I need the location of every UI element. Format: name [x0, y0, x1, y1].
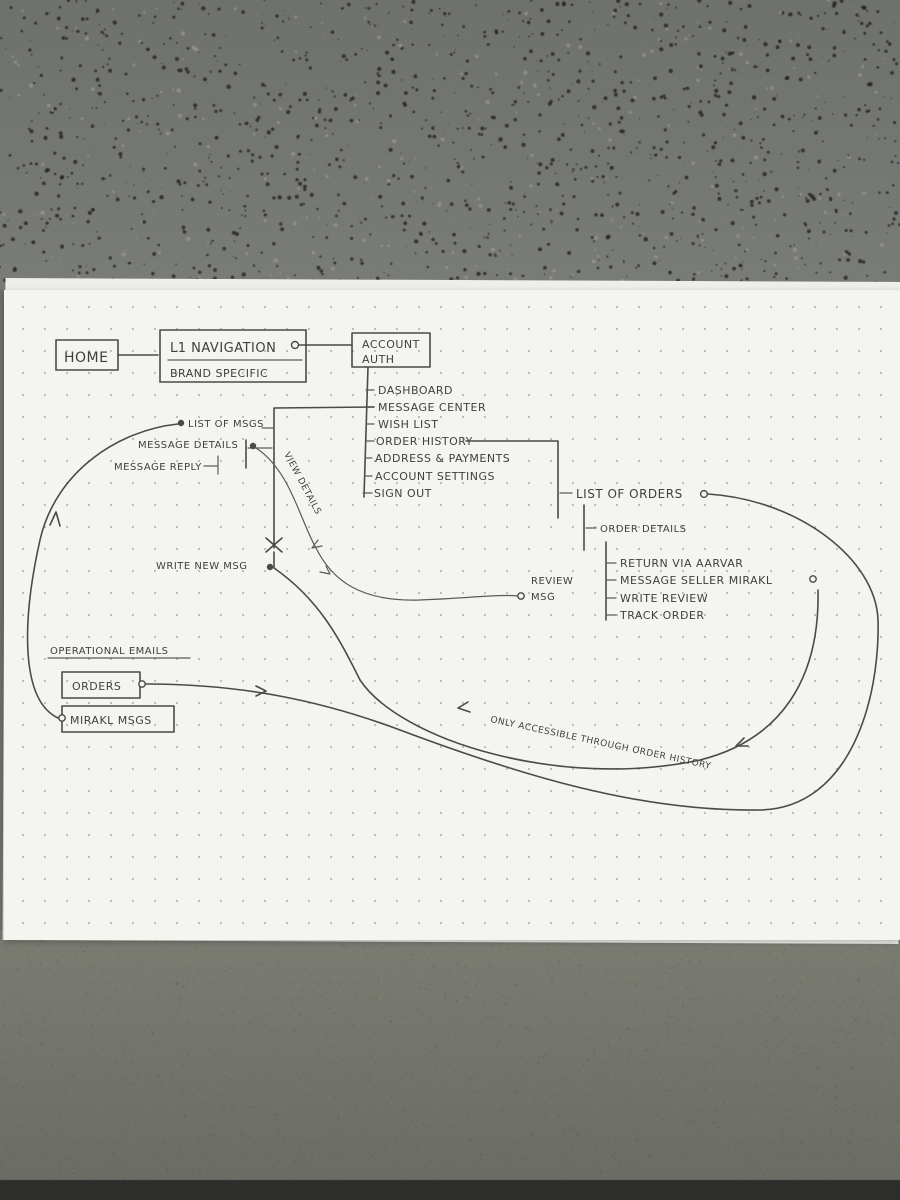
- menu-item-message-center: MESSAGE CENTER: [378, 401, 486, 414]
- orders-subtree: LIST OF ORDERS ORDER DETAILS RETURN VIA …: [559, 487, 817, 622]
- arrow-head-left: [457, 701, 471, 713]
- arrow-head-up: [49, 511, 61, 527]
- dot-grid-paper: [4, 290, 900, 940]
- menu-item-wish-list: WISH LIST: [378, 418, 438, 431]
- orders-email-label: ORDERS: [72, 680, 121, 693]
- list-of-msgs-label: LIST OF MSGS: [188, 419, 264, 430]
- view-details-label: VIEW DETAILS: [281, 451, 322, 517]
- menu-item-dashboard: DASHBOARD: [378, 384, 453, 397]
- menu-item-account-settings: ACCOUNT SETTINGS: [375, 470, 495, 483]
- order-history-branch: [465, 440, 559, 519]
- review-label-line1: REVIEW: [531, 576, 573, 587]
- orders-email-to-list-of-orders-curve: [145, 493, 879, 811]
- account-auth-line2: AUTH: [362, 353, 395, 366]
- blocked-x-mark: [265, 537, 283, 553]
- list-of-orders-label: LIST OF ORDERS: [576, 487, 683, 501]
- review-label-line2: MSG: [531, 592, 555, 603]
- messages-subtree: LIST OF MSGS MESSAGE DETAILS MESSAGE REP…: [114, 419, 274, 572]
- home-node: HOME: [55, 339, 119, 371]
- arrow-head-up-right: [735, 737, 749, 747]
- mirakl-msgs-label: MIRAKL MSGS: [70, 714, 152, 727]
- arrow-head-right: [255, 685, 267, 697]
- order-action-message-seller: MESSAGE SELLER MIRAKL: [620, 574, 773, 587]
- order-action-write-review: WRITE REVIEW: [620, 592, 708, 605]
- account-auth-line1: ACCOUNT: [362, 338, 420, 351]
- account-menu: DASHBOARD MESSAGE CENTER WISH LIST ORDER…: [362, 384, 510, 500]
- account-auth-node: ACCOUNT AUTH: [351, 332, 431, 368]
- order-action-return: RETURN VIA AARVAR: [620, 557, 743, 570]
- mirakl-to-messages-curve: [26, 423, 179, 719]
- menu-item-order-history: ORDER HISTORY: [376, 435, 473, 448]
- l1-navigation-label: L1 NAVIGATION: [170, 341, 276, 356]
- message-reply-label: MESSAGE REPLY: [114, 462, 202, 473]
- message-details-label: MESSAGE DETAILS: [138, 440, 238, 451]
- order-details-label: ORDER DETAILS: [600, 524, 687, 535]
- operational-emails-heading: OPERATIONAL EMAILS: [50, 646, 168, 657]
- menu-item-address-payments: ADDRESS & PAYMENTS: [375, 452, 510, 465]
- order-action-track-order: TRACK ORDER: [619, 609, 705, 622]
- brand-specific-label: BRAND SPECIFIC: [170, 367, 268, 380]
- home-label: HOME: [64, 350, 108, 366]
- account-menu-spine: [363, 366, 369, 498]
- view-details-curve: [255, 447, 519, 601]
- write-msg-to-seller-curve: [273, 567, 819, 770]
- only-accessible-note: ONLY ACCESSIBLE THROUGH ORDER HISTORY: [489, 715, 711, 772]
- operational-emails: OPERATIONAL EMAILS ORDERS MIRAKL MSGS: [47, 646, 191, 733]
- l1-navigation-node: L1 NAVIGATION BRAND SPECIFIC: [159, 329, 307, 383]
- message-center-branch: [273, 406, 375, 549]
- menu-item-sign-out: SIGN OUT: [374, 487, 432, 500]
- write-new-msg-label: WRITE NEW MSG: [156, 561, 247, 572]
